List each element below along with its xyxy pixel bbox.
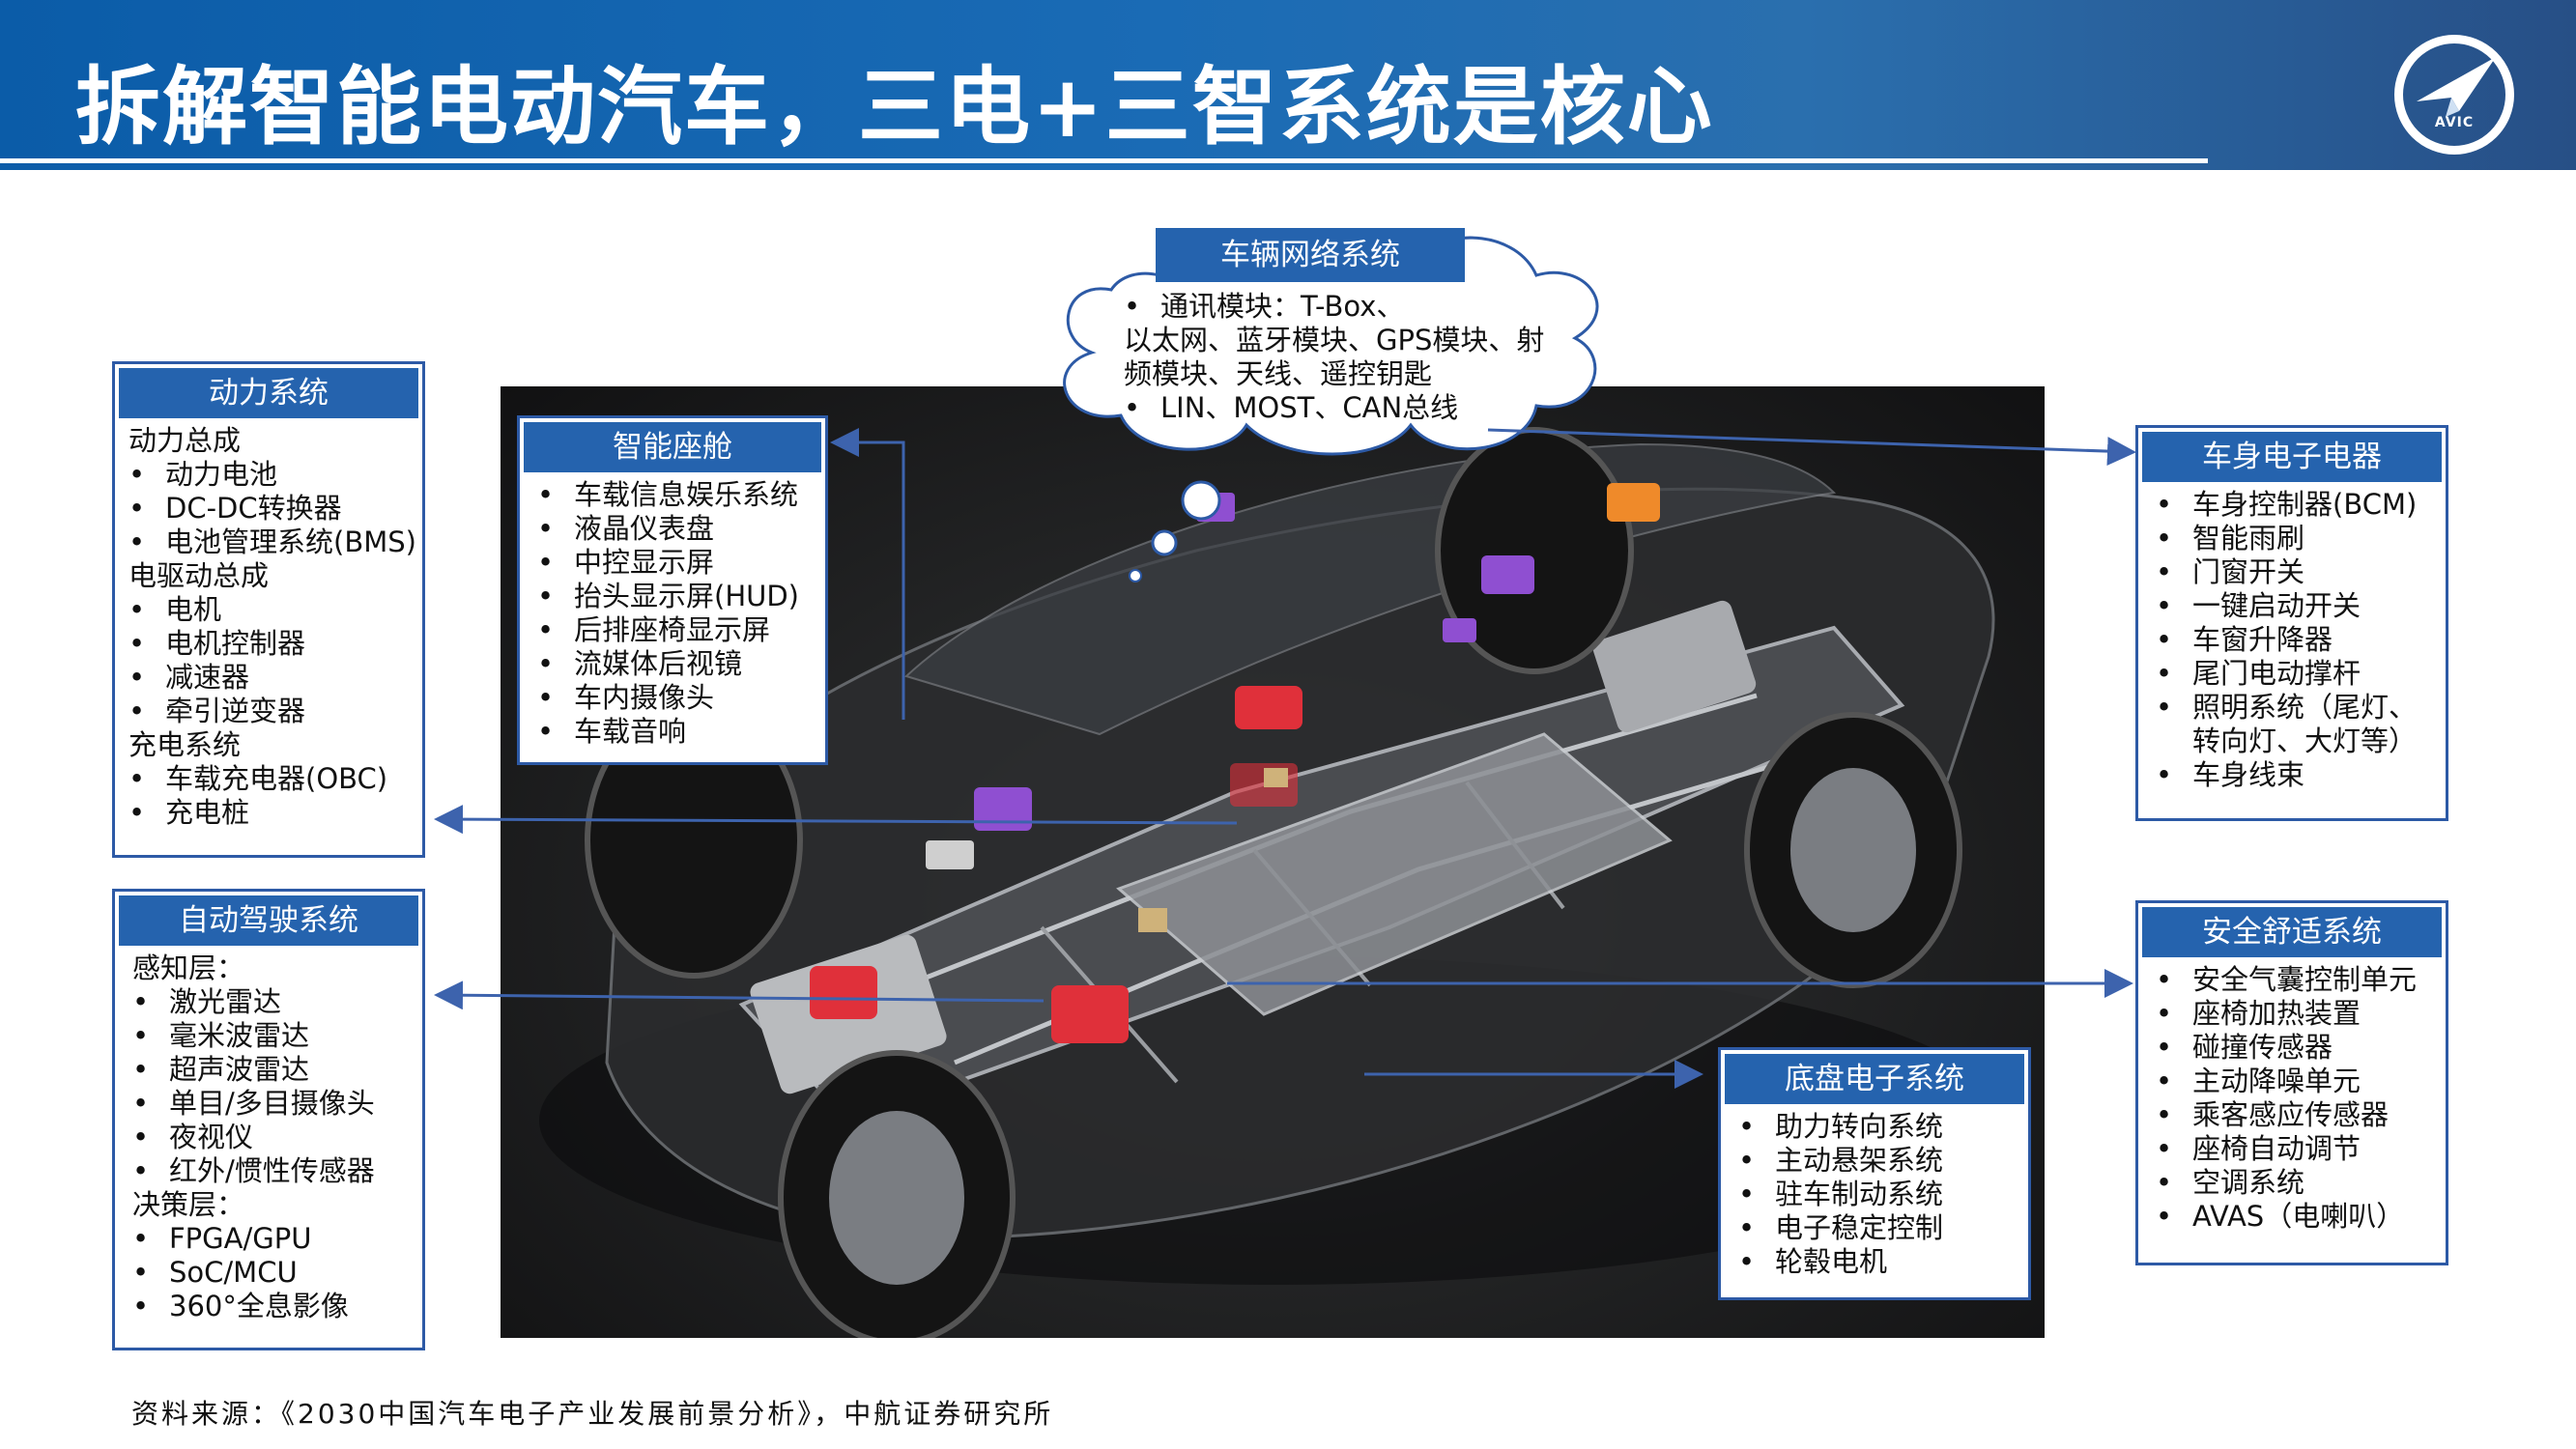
cockpit-item: 中控显示屏 (537, 546, 816, 580)
chassis-item: 主动悬架系统 (1738, 1144, 2018, 1178)
power-item: DC-DC转换器 (129, 492, 413, 526)
power-system-box: 动力系统 动力总成 动力电池 DC-DC转换器 电池管理系统(BMS) 电驱动总… (112, 361, 425, 858)
autodrive-item: 红外/惯性传感器 (132, 1154, 413, 1188)
safety-item: 乘客感应传感器 (2156, 1098, 2436, 1132)
body-electronics-box: 车身电子电器 车身控制器(BCM) 智能雨刷 门窗开关 一键启动开关 车窗升降器… (2135, 425, 2448, 821)
safety-comfort-title: 安全舒适系统 (2142, 907, 2442, 957)
power-system-list: 动力总成 动力电池 DC-DC转换器 电池管理系统(BMS) 电驱动总成 电机 … (115, 418, 422, 830)
safety-item: 座椅加热装置 (2156, 997, 2436, 1031)
safety-item: 安全气囊控制单元 (2156, 963, 2436, 997)
chassis-electronics-list: 助力转向系统 主动悬架系统 驻车制动系统 电子稳定控制 轮毂电机 (1721, 1104, 2028, 1279)
body-electronics-item: 车身控制器(BCM) (2156, 488, 2436, 522)
cockpit-item: 车载音响 (537, 715, 816, 749)
safety-item: 主动降噪单元 (2156, 1065, 2436, 1098)
body-electronics-item: 尾门电动撑杆 (2156, 657, 2436, 691)
body-electronics-item: 车窗升降器 (2156, 623, 2436, 657)
network-system-title: 车辆网络系统 (1156, 228, 1465, 282)
chassis-electronics-title: 底盘电子系统 (1725, 1054, 2024, 1104)
chassis-item: 助力转向系统 (1738, 1110, 2018, 1144)
cockpit-item: 车载信息娱乐系统 (537, 478, 816, 512)
power-system-title: 动力系统 (119, 368, 418, 418)
safety-comfort-box: 安全舒适系统 安全气囊控制单元 座椅加热装置 碰撞传感器 主动降噪单元 乘客感应… (2135, 900, 2448, 1265)
network-item: 以太网、蓝牙模块、GPS模块、射 (1124, 324, 1545, 356)
smart-cockpit-box: 智能座舱 车载信息娱乐系统 液晶仪表盘 中控显示屏 抬头显示屏(HUD) 后排座… (517, 415, 828, 765)
cockpit-item: 车内摄像头 (537, 681, 816, 715)
autodrive-item: 决策层： (132, 1188, 245, 1221)
chassis-electronics-box: 底盘电子系统 助力转向系统 主动悬架系统 驻车制动系统 电子稳定控制 轮毂电机 (1718, 1047, 2031, 1300)
safety-comfort-list: 安全气囊控制单元 座椅加热装置 碰撞传感器 主动降噪单元 乘客感应传感器 座椅自… (2138, 957, 2446, 1234)
power-item: 充电桩 (129, 796, 413, 830)
safety-item: AVAS（电喇叭） (2156, 1200, 2436, 1234)
network-system-list: 通讯模块：T-Box、 以太网、蓝牙模块、GPS模块、射 频模块、天线、遥控钥匙… (1124, 290, 1568, 425)
body-electronics-item: 车身线束 (2156, 758, 2436, 792)
power-item: 牵引逆变器 (129, 695, 413, 728)
network-item: 频模块、天线、遥控钥匙 (1124, 357, 1433, 390)
body-electronics-item: 一键启动开关 (2156, 589, 2436, 623)
title-bar (0, 0, 2576, 170)
power-item: 减速器 (129, 661, 413, 695)
autodrive-system-box: 自动驾驶系统 感知层： 激光雷达 毫米波雷达 超声波雷达 单目/多目摄像头 夜视… (112, 889, 425, 1350)
cockpit-item: 流媒体后视镜 (537, 647, 816, 681)
autodrive-item: SoC/MCU (132, 1256, 413, 1290)
autodrive-system-title: 自动驾驶系统 (119, 895, 418, 946)
power-item: 电机控制器 (129, 627, 413, 661)
body-electronics-item: 转向灯、大灯等） (2192, 724, 2418, 757)
chassis-item: 电子稳定控制 (1738, 1211, 2018, 1245)
autodrive-item: 毫米波雷达 (132, 1019, 413, 1053)
autodrive-item: 感知层： (132, 952, 245, 984)
title-underline (0, 158, 2208, 163)
power-item: 充电系统 (129, 728, 242, 761)
body-electronics-item: 门窗开关 (2156, 555, 2436, 589)
body-electronics-item: 照明系统（尾灯、 (2156, 691, 2436, 724)
autodrive-item: 超声波雷达 (132, 1053, 413, 1087)
autodrive-item: 激光雷达 (132, 985, 413, 1019)
chassis-item: 驻车制动系统 (1738, 1178, 2018, 1211)
page-title: 拆解智能电动汽车，三电+三智系统是核心 (75, 57, 1714, 156)
logo-text: AVIC (2434, 115, 2475, 130)
power-item: 电池管理系统(BMS) (129, 526, 416, 559)
autodrive-system-list: 感知层： 激光雷达 毫米波雷达 超声波雷达 单目/多目摄像头 夜视仪 红外/惯性… (115, 946, 422, 1323)
autodrive-item: 360°全息影像 (132, 1290, 413, 1323)
autodrive-item: 单目/多目摄像头 (132, 1087, 413, 1121)
avic-logo: AVIC (2394, 35, 2514, 155)
power-item: 动力总成 (129, 424, 242, 457)
power-item: 电机 (129, 593, 413, 627)
body-electronics-item: 智能雨刷 (2156, 522, 2436, 555)
smart-cockpit-title: 智能座舱 (524, 422, 821, 472)
safety-item: 空调系统 (2156, 1166, 2436, 1200)
power-item: 动力电池 (129, 458, 413, 492)
chassis-item: 轮毂电机 (1738, 1245, 2018, 1279)
autodrive-item: FPGA/GPU (132, 1222, 413, 1256)
cockpit-item: 液晶仪表盘 (537, 512, 816, 546)
body-electronics-list: 车身控制器(BCM) 智能雨刷 门窗开关 一键启动开关 车窗升降器 尾门电动撑杆… (2138, 482, 2446, 792)
safety-item: 碰撞传感器 (2156, 1031, 2436, 1065)
cockpit-item: 抬头显示屏(HUD) (537, 580, 816, 613)
source-note: 资料来源：《2030中国汽车电子产业发展前景分析》，中航证券研究所 (131, 1398, 1054, 1430)
safety-item: 座椅自动调节 (2156, 1132, 2436, 1166)
autodrive-item: 夜视仪 (132, 1121, 413, 1154)
power-item: 电驱动总成 (129, 559, 270, 592)
network-item: LIN、MOST、CAN总线 (1124, 391, 1568, 425)
cockpit-item: 后排座椅显示屏 (537, 613, 816, 647)
network-item: 通讯模块：T-Box、 (1124, 290, 1568, 324)
body-electronics-title: 车身电子电器 (2142, 432, 2442, 482)
car-chassis-image (501, 386, 2045, 1338)
smart-cockpit-list: 车载信息娱乐系统 液晶仪表盘 中控显示屏 抬头显示屏(HUD) 后排座椅显示屏 … (520, 472, 825, 749)
power-item: 车载充电器(OBC) (129, 762, 413, 796)
